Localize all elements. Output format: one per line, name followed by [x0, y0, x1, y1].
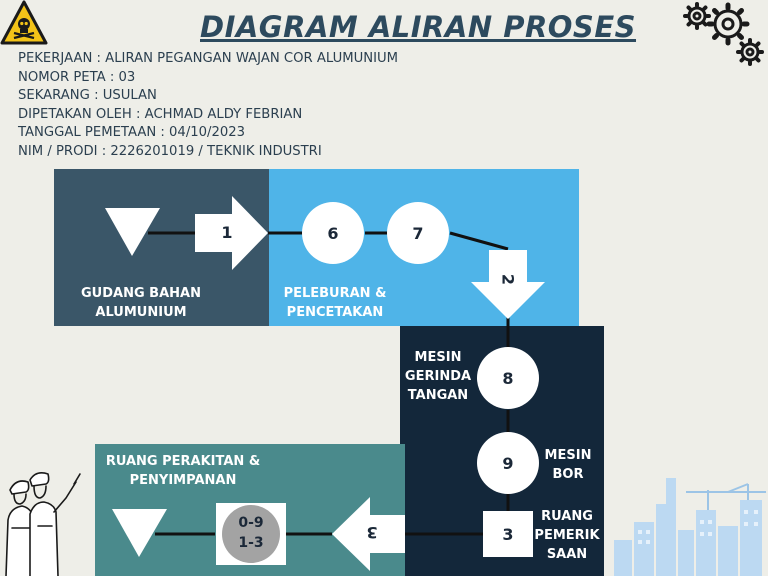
transport-1-shape	[195, 196, 268, 270]
info-block: PEKERJAAN : ALIRAN PEGANGAN WAJAN COR AL…	[18, 50, 398, 162]
combined-activity: 0-9 1-3	[216, 503, 286, 565]
workers-illustration	[5, 472, 81, 576]
info-nomor-peta: NOMOR PETA : 03	[18, 69, 136, 85]
operation-7: 7	[387, 202, 449, 264]
page-title: DIAGRAM ALIRAN PROSES	[200, 10, 637, 44]
combined-top-label: 0-9	[238, 515, 264, 531]
transport-2-shape	[471, 250, 545, 319]
info-dipetakan-oleh: DIPETAKAN OLEH : ACHMAD ALDY FEBRIAN	[18, 106, 303, 122]
operation-9: 9	[477, 432, 539, 494]
transport-3-shape	[332, 497, 405, 571]
area-gudang-label: GUDANG BAHAN ALUMUNIUM	[81, 286, 201, 320]
inspection-3: 3	[483, 511, 533, 557]
label-mesin-bor: MESIN BOR	[544, 448, 592, 482]
label-mesin-gerinda: MESIN GERINDA TANGAN	[404, 350, 472, 403]
area-peleburan-label: PELEBURAN & PENCETAKAN	[283, 286, 387, 320]
transport-3-label: 3	[366, 523, 378, 542]
operation-8: 8	[477, 347, 539, 409]
label-ruang-pemeriksaan: RUANG PEMERIK SAAN	[534, 509, 600, 562]
combined-activity-circle	[222, 505, 280, 563]
combined-bottom-label: 1-3	[238, 535, 264, 551]
info-tanggal: TANGGAL PEMETAAN : 04/10/2023	[18, 125, 246, 141]
hazard-skull-icon	[0, 0, 48, 45]
info-sekarang: SEKARANG : USULAN	[18, 88, 157, 104]
transport-1-label: 1	[221, 223, 233, 242]
area-perakitan-label: RUANG PERAKITAN & PENYIMPANAN	[105, 454, 261, 488]
storage-start-shape	[105, 208, 160, 256]
storage-end-shape	[112, 509, 167, 557]
transport-2-label: 2	[498, 273, 518, 286]
operation-6: 6	[302, 202, 364, 264]
gears-icon	[683, 2, 764, 66]
info-pekerjaan: PEKERJAAN : ALIRAN PEGANGAN WAJAN COR AL…	[18, 51, 399, 66]
city-skyline-illustration	[614, 478, 766, 576]
info-nim-prodi: NIM / PRODI : 2226201019 / TEKNIK INDUST…	[18, 143, 322, 159]
